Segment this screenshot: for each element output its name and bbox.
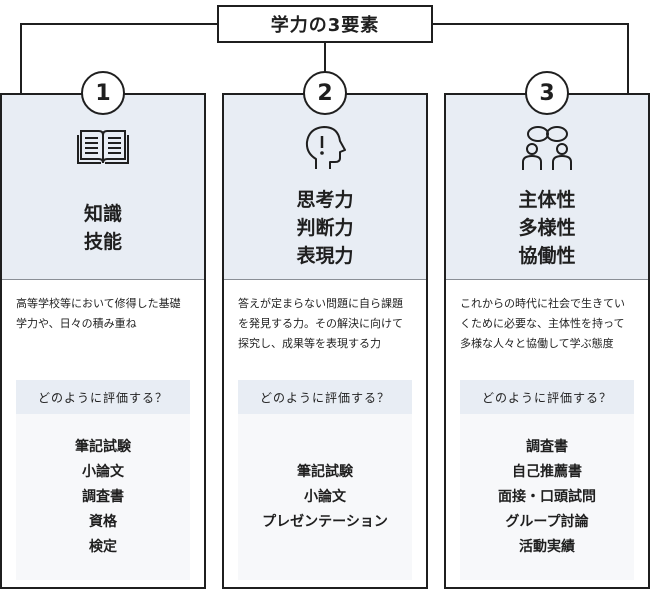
card-heading: 知識 技能: [83, 203, 122, 253]
card-thinking: 思考力 判断力 表現力 答えが定まらない問題に自ら課題を発見する力。その解決に向…: [222, 93, 428, 589]
number-badge: 2: [303, 71, 347, 115]
people-talking-icon: [522, 126, 572, 170]
method-item: 面接・口頭試問: [498, 488, 596, 505]
method-item: 調査書: [82, 488, 124, 505]
head-exclamation-icon: [305, 126, 346, 169]
method-item: 資格: [89, 513, 117, 530]
evaluation-methods: 筆記試験 小論文 調査書 資格 検定: [16, 414, 190, 580]
method-item: プレゼンテーション: [262, 513, 388, 530]
method-item: グループ討論: [505, 513, 589, 530]
card-header: 知識 技能: [2, 95, 204, 280]
card-header: 主体性 多様性 協働性: [446, 95, 648, 280]
method-item: 調査書: [526, 438, 568, 455]
card-heading: 思考力 判断力 表現力: [296, 189, 354, 267]
evaluation-label: どのように評価する？: [16, 380, 190, 414]
evaluation-methods: 調査書 自己推薦書 面接・口頭試問 グループ討論 活動実績: [460, 414, 634, 580]
card-description: これからの時代に社会で生きていくために必要な、主体性を持って多様な人々と協働して…: [460, 297, 625, 350]
method-item: 活動実績: [519, 538, 575, 555]
number-badge: 3: [525, 71, 569, 115]
card-header: 思考力 判断力 表現力: [224, 95, 426, 280]
card-knowledge: 知識 技能 高等学校等において修得した基礎学力や、日々の積み重ね どのように評価…: [0, 93, 206, 589]
card-description: 答えが定まらない問題に自ら課題を発見する力。その解決に向けて探究し、成果等を表現…: [238, 297, 403, 350]
method-item: 小論文: [304, 488, 346, 505]
method-item: 自己推薦書: [512, 463, 582, 480]
diagram-title: 学力の3要素: [217, 5, 433, 43]
number-badge: 1: [81, 71, 125, 115]
card-heading: 主体性 多様性 協働性: [518, 189, 576, 267]
evaluation-label: どのように評価する？: [238, 380, 412, 414]
method-item: 筆記試験: [75, 438, 131, 455]
evaluation-methods: 筆記試験 小論文 プレゼンテーション: [238, 414, 412, 580]
card-description: 高等学校等において修得した基礎学力や、日々の積み重ね: [16, 297, 181, 330]
card-collaboration: 主体性 多様性 協働性 これからの時代に社会で生きていくために必要な、主体性を持…: [444, 93, 650, 589]
open-book-icon: [77, 130, 129, 164]
evaluation-label: どのように評価する？: [460, 380, 634, 414]
method-item: 小論文: [82, 463, 124, 480]
method-item: 検定: [89, 538, 117, 555]
method-item: 筆記試験: [297, 463, 353, 480]
